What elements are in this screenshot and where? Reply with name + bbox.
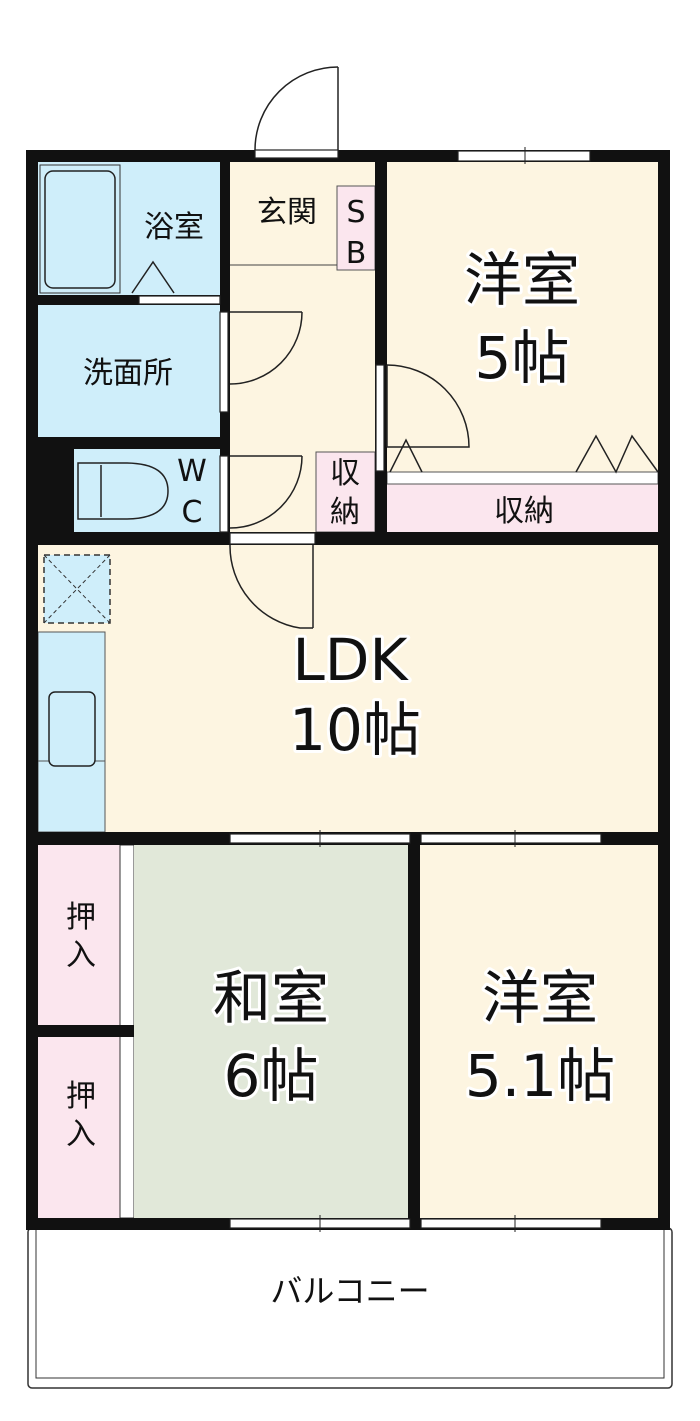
closet-2-label-2: 入 bbox=[66, 1117, 96, 1152]
closet-2-label-1: 押 bbox=[66, 1079, 96, 1114]
sink-icon bbox=[48, 691, 96, 767]
entrance-door[interactable] bbox=[254, 66, 339, 151]
western-room-1-size: 5帖 bbox=[475, 324, 570, 392]
fridge-space-icon bbox=[43, 554, 111, 624]
western-room-1-door[interactable] bbox=[386, 364, 470, 448]
japanese-room-name: 和室 bbox=[213, 964, 329, 1032]
balcony[interactable]: バルコニー bbox=[27, 1227, 673, 1389]
closet-2-area[interactable] bbox=[38, 1037, 120, 1218]
western-room-2-area[interactable] bbox=[420, 845, 658, 1218]
shoe-box-label-b: B bbox=[346, 236, 367, 271]
toilet-icon bbox=[77, 462, 169, 520]
closet-1-label-1: 押 bbox=[66, 900, 96, 935]
storage-small-label-1: 収 bbox=[330, 456, 360, 491]
ldk-name: LDK bbox=[292, 626, 409, 694]
wc-label-c: C bbox=[182, 495, 203, 530]
shoe-box-label-s: S bbox=[346, 195, 365, 230]
storage-small-label-2: 納 bbox=[330, 495, 360, 530]
storage-western-label: 収納 bbox=[494, 494, 554, 529]
western-room-2-name: 洋室 bbox=[482, 964, 598, 1032]
japanese-room-size: 6帖 bbox=[224, 1042, 319, 1110]
ldk-door[interactable] bbox=[229, 544, 314, 629]
storage-western[interactable] bbox=[387, 484, 658, 532]
closet-1-area[interactable] bbox=[38, 845, 120, 1025]
ldk-area[interactable] bbox=[38, 545, 658, 832]
bath-label: 浴室 bbox=[144, 210, 204, 245]
wc-door[interactable] bbox=[229, 455, 303, 529]
ldk-size: 10帖 bbox=[289, 696, 421, 764]
western-room-2-size: 5.1帖 bbox=[465, 1042, 615, 1110]
entrance-label: 玄関 bbox=[257, 195, 317, 230]
storage-small[interactable] bbox=[315, 451, 376, 533]
western-room-1-name: 洋室 bbox=[464, 246, 580, 314]
western-room-1-area[interactable] bbox=[387, 162, 658, 472]
japanese-room-area[interactable] bbox=[134, 845, 408, 1218]
washroom-label: 洗面所 bbox=[83, 356, 173, 391]
balcony-label: バルコニー bbox=[270, 1272, 429, 1310]
closet-1-label-2: 入 bbox=[66, 938, 96, 973]
washroom-area[interactable] bbox=[38, 305, 220, 437]
wc-label-w: W bbox=[177, 454, 207, 489]
bathtub-icon bbox=[39, 164, 121, 294]
washroom-door[interactable] bbox=[229, 311, 303, 385]
